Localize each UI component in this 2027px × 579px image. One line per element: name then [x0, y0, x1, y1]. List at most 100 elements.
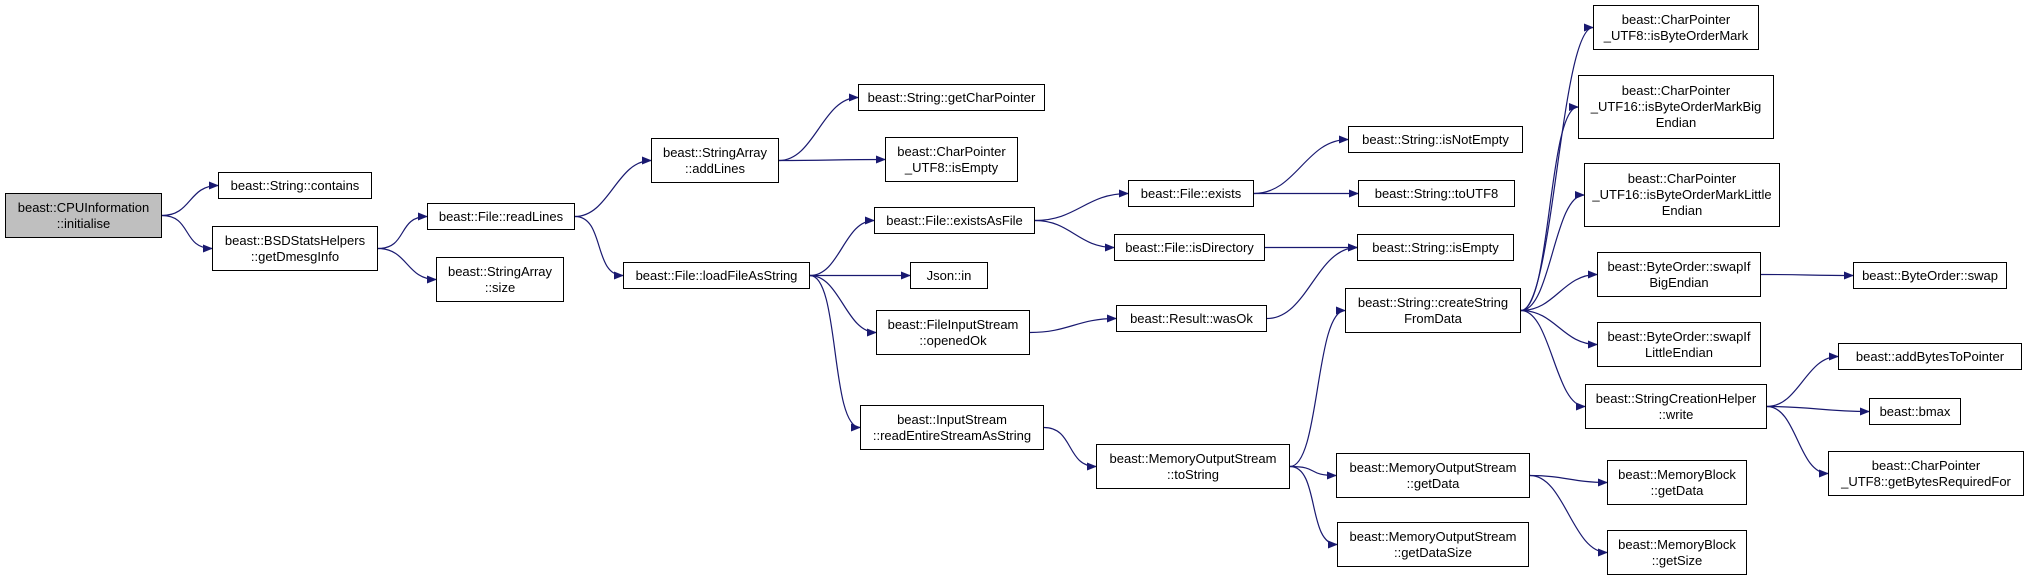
node-label-line: LittleEndian [1645, 344, 1713, 360]
node-memoryblock-getdata[interactable]: beast::MemoryBlock::getData [1607, 460, 1747, 505]
node-label-line: beast::MemoryOutputStream [1349, 459, 1517, 475]
edge-file-existsasfile-to-file-exists [1034, 189, 1129, 222]
node-string-getcharpointer[interactable]: beast::String::getCharPointer [858, 84, 1045, 111]
node-fileinputstream-openedok[interactable]: beast::FileInputStream::openedOk [876, 310, 1030, 355]
node-label-line: _UTF8::isEmpty [904, 159, 999, 175]
edge-string-createstringfromdata-to-byteorder-swapiflittleendian [1520, 309, 1598, 349]
node-charpointer-utf8-isempty[interactable]: beast::CharPointer_UTF8::isEmpty [885, 137, 1018, 182]
node-label-line: _UTF16::isByteOrderMarkBig [1590, 99, 1762, 114]
node-byteorder-swap[interactable]: beast::ByteOrder::swap [1853, 262, 2007, 289]
node-label-line: ::getDmesgInfo [250, 248, 340, 264]
node-label-line: ::initialise [56, 215, 111, 231]
node-label-line: beast::File::loadFileAsString [635, 267, 798, 283]
edge-stringarray-addlines-to-charpointer-utf8-isempty [778, 155, 886, 164]
node-memoryoutputstream-getdatasize[interactable]: beast::MemoryOutputStream::getDataSize [1337, 522, 1529, 567]
edge-string-createstringfromdata-to-stringcreationhelper-write [1520, 309, 1586, 411]
node-file-readlines[interactable]: beast::File::readLines [427, 203, 575, 230]
node-memoryoutputstream-tostring[interactable]: beast::MemoryOutputStream::toString [1096, 444, 1290, 489]
node-label-line: beast::Result::wasOk [1130, 310, 1253, 326]
edge-inputstream-readentirestreamasstring-to-memoryoutputstream-tostring [1043, 426, 1097, 471]
node-label-line: beast::StringArray [447, 263, 553, 279]
edge-stringcreationhelper-write-to-charpointer-utf8-getbytesrequiredfor [1766, 405, 1829, 478]
node-label-line: beast::MemoryBlock [1618, 536, 1736, 552]
node-label-line: Json::in [926, 267, 972, 283]
node-label-line: beast::CPUInformation [17, 199, 150, 215]
node-string-contains[interactable]: beast::String::contains [218, 172, 372, 199]
node-file-existsasfile[interactable]: beast::File::existsAsFile [874, 207, 1035, 234]
node-stringcreationhelper-write[interactable]: beast::StringCreationHelper::write [1585, 384, 1767, 429]
node-addbytestopointer[interactable]: beast::addBytesToPointer [1838, 343, 2022, 370]
node-label-line: ::size [484, 279, 516, 295]
node-label-line: beast::addBytesToPointer [1855, 348, 2005, 364]
node-file-exists[interactable]: beast::File::exists [1128, 180, 1254, 207]
edge-string-createstringfromdata-to-byteorder-swapifbigendian [1520, 270, 1598, 312]
edge-string-createstringfromdata-to-charpointer-utf8-isbyteordermark [1520, 23, 1594, 312]
node-label-line: ::getDataSize [1393, 544, 1473, 560]
node-file-isdirectory[interactable]: beast::File::isDirectory [1114, 234, 1265, 261]
node-memoryoutputstream-getdata[interactable]: beast::MemoryOutputStream::getData [1336, 453, 1530, 498]
node-label-line: beast::CharPointer [1627, 171, 1737, 186]
node-label-line: Endian [1655, 115, 1697, 130]
node-inputstream-readentirestreamasstring[interactable]: beast::InputStream::readEntireStreamAsSt… [860, 405, 1044, 450]
node-label-line: beast::File::readLines [438, 208, 564, 224]
node-label-line: _UTF8::getBytesRequiredFor [1841, 473, 2011, 489]
edge-stringcreationhelper-write-to-addbytestopointer [1766, 352, 1839, 408]
node-label-line: _UTF8::isByteOrderMark [1603, 27, 1749, 43]
node-label-line: BigEndian [1649, 274, 1709, 290]
node-memoryblock-getsize[interactable]: beast::MemoryBlock::getSize [1607, 530, 1747, 575]
edge-string-createstringfromdata-to-charpointer-utf16-isbyteordermarklittleendian [1520, 191, 1585, 312]
node-cpuinfo-initialise: beast::CPUInformation::initialise [5, 193, 162, 238]
node-label-line: beast::String::getCharPointer [867, 89, 1036, 105]
node-label-line: beast::MemoryOutputStream [1349, 528, 1517, 544]
node-result-wasok[interactable]: beast::Result::wasOk [1116, 305, 1267, 332]
node-label-line: beast::ByteOrder::swap [1862, 267, 1998, 283]
edge-string-createstringfromdata-to-charpointer-utf16-isbyteordermarkbigendian [1520, 103, 1579, 312]
edge-file-loadfileasstring-to-fileinputstream-openedok [809, 274, 877, 337]
edge-cpuinfo-initialise-to-string-contains [161, 181, 219, 217]
edge-memoryoutputstream-tostring-to-string-createstringfromdata [1289, 306, 1346, 468]
node-stringarray-addlines[interactable]: beast::StringArray::addLines [651, 138, 779, 183]
node-charpointer-utf8-getbytesrequiredfor[interactable]: beast::CharPointer_UTF8::getBytesRequire… [1828, 451, 2024, 496]
node-label-line: _UTF16::isByteOrderMarkLittle [1592, 187, 1772, 202]
node-string-isnotempty[interactable]: beast::String::isNotEmpty [1348, 126, 1523, 153]
node-file-loadfileasstring[interactable]: beast::File::loadFileAsString [623, 262, 810, 289]
node-label-line: beast::File::exists [1140, 185, 1242, 201]
node-charpointer-utf16-isbyteordermarklittleendian[interactable]: beast::CharPointer_UTF16::isByteOrderMar… [1584, 163, 1780, 227]
edge-memoryoutputstream-tostring-to-memoryoutputstream-getdata [1289, 465, 1337, 480]
node-label-line: ::openedOk [919, 332, 987, 348]
edge-file-exists-to-string-isnotempty [1253, 135, 1349, 195]
node-stringarray-size[interactable]: beast::StringArray::size [436, 257, 564, 302]
node-label-line: beast::String::isNotEmpty [1362, 131, 1509, 147]
node-charpointer-utf8-isbyteordermark[interactable]: beast::CharPointer_UTF8::isByteOrderMark [1593, 5, 1759, 50]
edge-file-loadfileasstring-to-inputstream-readentirestreamasstring [809, 274, 861, 432]
edge-file-readlines-to-stringarray-addlines [574, 156, 652, 218]
node-json-in[interactable]: Json::in [910, 262, 988, 289]
edge-bsd-getdmesginfo-to-file-readlines [377, 212, 428, 250]
node-label-line: beast::String::isEmpty [1372, 239, 1499, 255]
node-bsd-getdmesginfo[interactable]: beast::BSDStatsHelpers::getDmesgInfo [212, 226, 378, 271]
edge-bsd-getdmesginfo-to-stringarray-size [377, 247, 437, 284]
node-string-isempty[interactable]: beast::String::isEmpty [1357, 234, 1514, 261]
node-label-line: beast::MemoryOutputStream [1109, 450, 1277, 466]
node-label-line: ::addLines [685, 160, 745, 176]
node-label-line: beast::String::toUTF8 [1374, 185, 1499, 201]
node-label-line: beast::BSDStatsHelpers [224, 232, 366, 248]
node-label-line: FromData [1404, 310, 1462, 326]
node-label-line: beast::ByteOrder::swapIf [1607, 328, 1751, 344]
node-label-line: ::readEntireStreamAsString [872, 427, 1032, 443]
node-charpointer-utf16-isbyteordermarkbigendian[interactable]: beast::CharPointer_UTF16::isByteOrderMar… [1578, 75, 1774, 139]
edge-cpuinfo-initialise-to-bsd-getdmesginfo [161, 214, 213, 253]
edge-byteorder-swapifbigendian-to-byteorder-swap [1760, 271, 1854, 280]
edge-file-existsasfile-to-file-isdirectory [1034, 219, 1115, 252]
node-label-line: beast::InputStream [897, 411, 1007, 427]
edge-stringcreationhelper-write-to-bmax [1766, 405, 1870, 416]
node-label-line: beast::StringCreationHelper [1595, 390, 1757, 406]
node-string-toutf8[interactable]: beast::String::toUTF8 [1358, 180, 1515, 207]
node-label-line: beast::File::existsAsFile [886, 212, 1023, 228]
node-bmax[interactable]: beast::bmax [1869, 398, 1961, 425]
